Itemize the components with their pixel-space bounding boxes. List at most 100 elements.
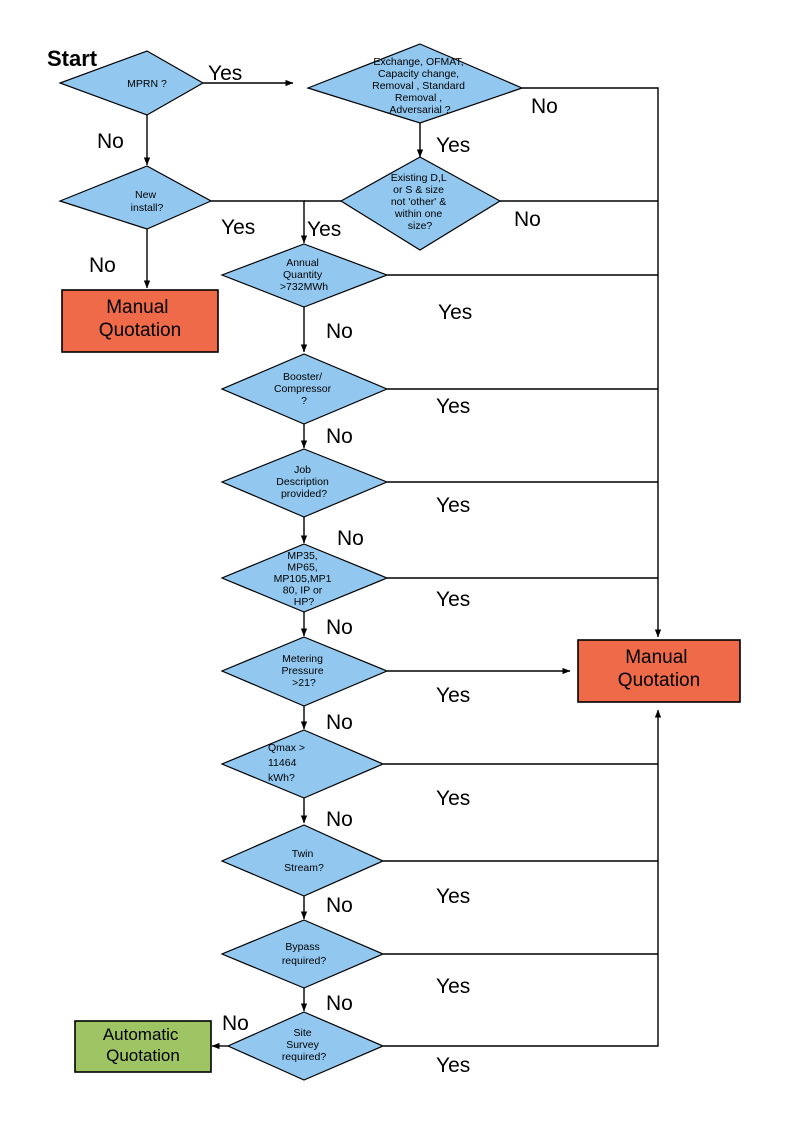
decision-metering-line-2: >21? [292,677,316,689]
decision-bypass-line-0: Bypass [285,941,319,953]
svg-text:Twin Stream?: Twin Stream? [284,848,324,874]
edge-label-mprn-no: No [97,130,124,153]
edge-label-annual-no: No [326,320,353,343]
edge-label-mp-yes: Yes [436,588,470,611]
edge-label-mp-no: No [326,616,353,639]
edge-label-mprn-yes: Yes [208,62,242,85]
decision-twin-line-1: Stream? [284,862,324,874]
decision-exchange-line-0: Exchange, OFMAT, [373,56,463,68]
edge-label-existing-yes: Yes [307,218,341,241]
edge-label-annual-yes: Yes [438,301,472,324]
decision-mp-pressure-tier[interactable]: MP35, MP65, MP105,MP1 80, IP or HP? [220,543,389,613]
edge-label-site-no: No [222,1012,249,1035]
decision-new-install[interactable]: New install? [58,165,213,230]
edge-label-site-yes: Yes [436,1054,470,1077]
decision-site-line-2: required? [282,1051,327,1063]
decision-exchange[interactable]: Exchange, OFMAT, Capacity change, Remova… [306,43,524,124]
svg-text:Bypass required?: Bypass required? [282,941,327,967]
decision-mprn[interactable]: MPRN ? [58,50,205,116]
manual-left-line-1: Quotation [99,320,181,341]
svg-text:Job Description: Job Description provided? [276,464,331,500]
decision-annual-line-2: >732MWh [280,281,328,293]
edge-label-exchange-yes: Yes [436,134,470,157]
decision-mp-line-1: MP65, [287,561,317,573]
decision-booster-compressor[interactable]: Booster/ Compressor ? [220,353,389,425]
decision-annual-line-0: Annual [286,257,319,269]
edge-label-twin-yes: Yes [436,885,470,908]
decision-bypass-line-1: required? [282,955,327,967]
decision-mp-line-0: MP35, [287,550,317,562]
decision-booster-line-1: Compressor [274,383,332,395]
auto-line-1: Quotation [106,1046,180,1065]
decision-qmax-line-2: kWh? [268,772,295,784]
svg-text:MPRN ?: MPRN ? [127,78,167,90]
svg-text:Existing D,L or S & si: Existing D,L or S & size not 'other' & w… [391,172,450,232]
connector-exchange-no [522,87,662,638]
edge-label-new-install-no: No [89,254,116,277]
decision-mprn-line-0: MPRN ? [127,78,167,90]
edge-label-metering-no: No [326,711,353,734]
start-label: Start [47,46,98,71]
svg-text:Manual Quotation: Manual Quotation [618,647,700,691]
terminal-manual-quotation-left[interactable]: Manual Quotation [61,289,219,353]
decision-mp-line-3: 80, IP or [283,584,323,596]
decision-booster-line-2: ? [301,395,307,407]
decision-annual-quantity[interactable]: Annual Quantity >732MWh [220,243,389,308]
terminal-manual-quotation-right[interactable]: Manual Quotation [577,639,741,703]
decision-annual-line-1: Quantity [283,269,323,281]
decision-existing-line-2: not 'other' & [391,196,446,208]
decision-mp-line-4: HP? [294,596,315,608]
decision-existing-line-0: Existing D,L [391,172,447,184]
decision-twin-line-0: Twin [292,848,314,860]
decision-bypass[interactable]: Bypass required? [220,919,385,989]
decision-booster-line-0: Booster/ [283,371,322,383]
decision-existing-line-1: or S & size [393,184,444,196]
decision-site-line-1: Survey [286,1039,319,1051]
edge-label-job-yes: Yes [436,494,470,517]
decision-qmax-line-0: Qmax > [268,742,305,754]
decision-job-line-2: provided? [281,488,327,500]
manual-right-line-0: Manual [625,647,687,668]
decision-twin-stream[interactable]: Twin Stream? [220,824,385,897]
svg-text:Qmax > 11464 k: Qmax > 11464 kWh? [268,742,308,784]
manual-right-line-1: Quotation [618,670,700,691]
decision-exchange-line-2: Removal , Standard [372,80,465,92]
edge-label-existing-no: No [514,208,541,231]
decision-qmax[interactable]: Qmax > 11464 kWh? [220,729,385,799]
decision-site-survey[interactable]: Site Survey required? [226,1011,385,1081]
edge-label-booster-yes: Yes [436,395,470,418]
decision-existing-line-3: within one [394,208,442,220]
edge-label-new-install-yes: Yes [221,216,255,239]
edge-label-booster-no: No [326,425,353,448]
decision-job-line-1: Description [276,476,329,488]
decision-job-description[interactable]: Job Description provided? [220,448,389,518]
svg-text:Annual Quantity: Annual Quantity >732MWh [280,257,328,293]
svg-text:MP35, MP65, MP: MP35, MP65, MP105,MP1 80, IP or HP? [274,550,335,608]
edge-label-exchange-no: No [531,95,558,118]
svg-text:Site Survey re: Site Survey required? [282,1027,327,1063]
edge-label-bypass-no: No [326,992,353,1015]
svg-text:Booster/ Compressor: Booster/ Compressor ? [274,371,334,407]
decision-job-line-0: Job [294,464,311,476]
decision-new-install-line-1: install? [131,202,164,214]
decision-metering-line-1: Pressure [282,665,324,677]
svg-text:Metering Pressure: Metering Pressure >21? [282,653,327,689]
decision-metering-pressure[interactable]: Metering Pressure >21? [220,636,389,707]
edge-label-job-no: No [337,527,364,550]
svg-text:Manual Quotation: Manual Quotation [99,297,181,341]
decision-qmax-line-1: 11464 [268,757,297,769]
decision-new-install-line-0: New [135,189,156,201]
terminal-automatic-quotation[interactable]: Automatic Quotation [74,1020,212,1073]
svg-text:Exchange, OFMAT, Capac: Exchange, OFMAT, Capacity change, Remova… [372,56,468,116]
edge-label-qmax-no: No [326,808,353,831]
decision-existing-dls[interactable]: Existing D,L or S & size not 'other' & w… [339,156,502,251]
edge-label-bypass-yes: Yes [436,975,470,998]
svg-text:Automatic Quotation: Automatic Quotation [103,1025,183,1065]
decision-exchange-line-1: Capacity change, [378,68,459,80]
auto-line-0: Automatic [103,1025,179,1044]
decision-exchange-line-4: Adversarial ? [389,104,450,116]
edge-label-twin-no: No [326,894,353,917]
manual-left-line-0: Manual [106,297,168,318]
